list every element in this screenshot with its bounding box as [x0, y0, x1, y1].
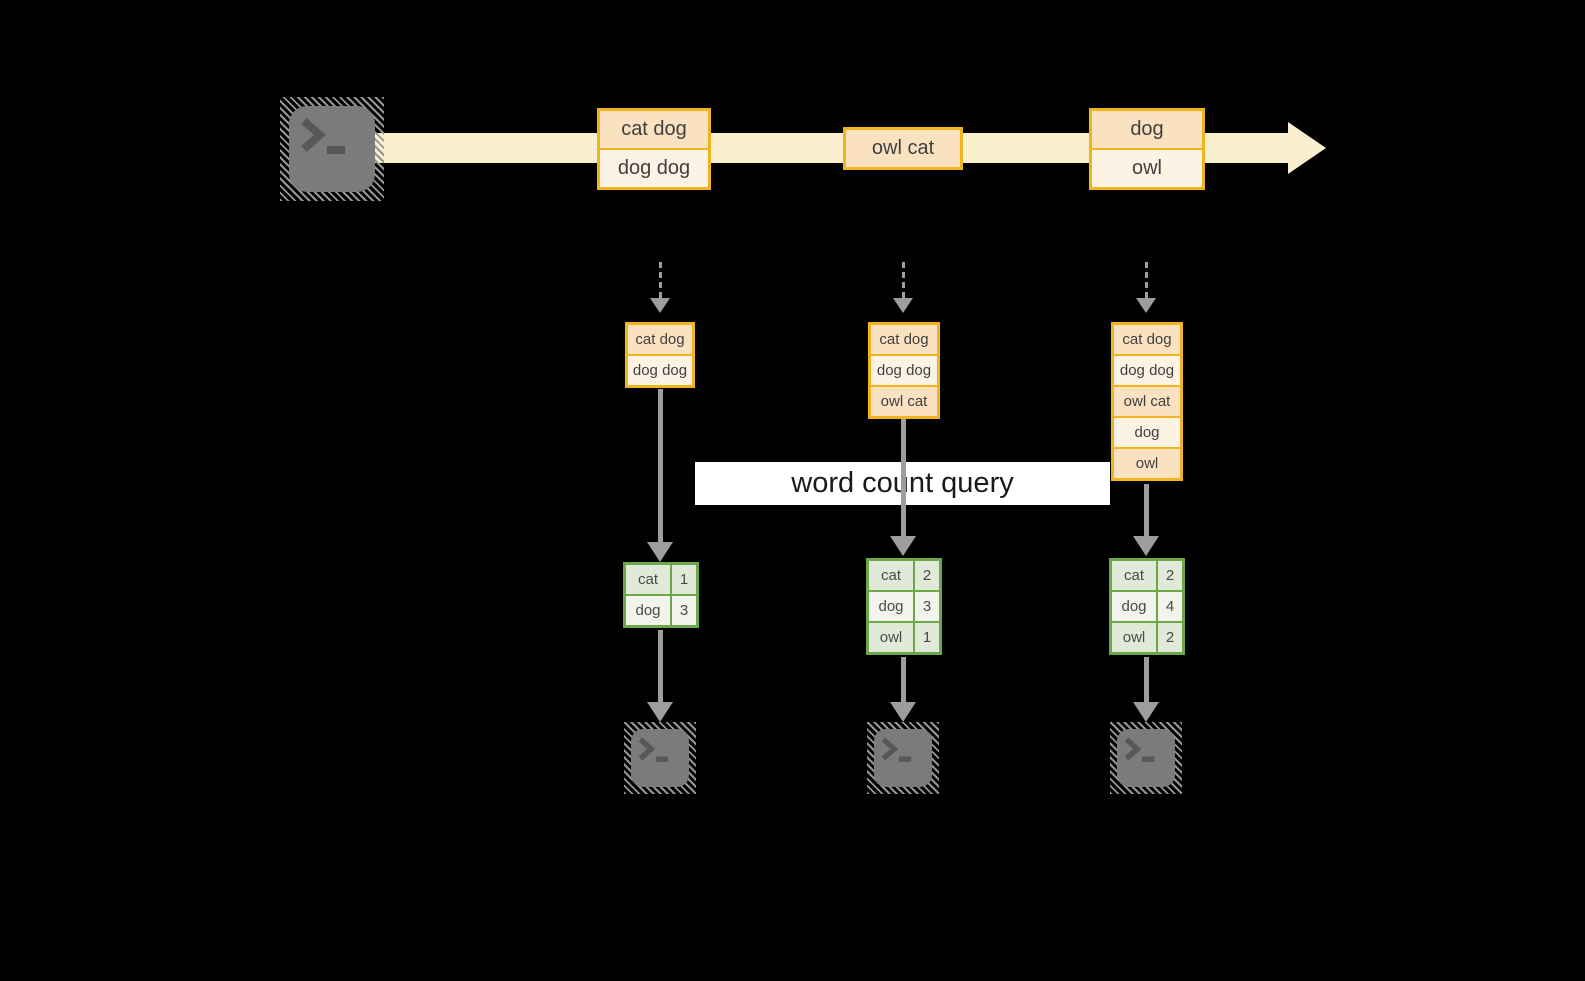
stream-batch-3: dog owl [1089, 108, 1205, 190]
count-table-1: cat 1 dog 3 [623, 562, 699, 628]
arrow-head [647, 702, 673, 722]
dashed-arrow-icon [1136, 262, 1156, 313]
count-word: cat [626, 565, 670, 594]
count-value: 1 [915, 623, 939, 652]
stack-item: dog dog [628, 356, 692, 385]
count-word: cat [869, 561, 913, 590]
arrow-stem [1143, 657, 1149, 702]
batch-item: dog [1092, 111, 1202, 148]
batch-item: cat dog [600, 111, 708, 148]
sink-terminal-icon-2 [867, 722, 939, 794]
stream-batch-1: cat dog dog dog [597, 108, 711, 190]
terminal-body [289, 106, 375, 192]
stack-item: cat dog [871, 325, 937, 354]
count-value: 2 [1158, 561, 1182, 590]
terminal-prompt-icon [638, 737, 669, 762]
stack-item: dog dog [1114, 356, 1180, 385]
sink-terminal-icon-1 [624, 722, 696, 794]
dashed-arrow-icon [893, 262, 913, 313]
arrow-head [1133, 702, 1159, 722]
arrow-head [1133, 536, 1159, 556]
count-word: owl [869, 623, 913, 652]
arrow-stem [657, 630, 663, 702]
arrow-head [647, 542, 673, 562]
source-terminal-icon [280, 97, 384, 201]
stack-item: owl [1114, 449, 1180, 478]
arrow-stem [901, 262, 905, 298]
count-table-2: cat 2 dog 3 owl 1 [866, 558, 942, 655]
accumulated-stack-2: cat dog dog dog owl cat [868, 322, 940, 419]
arrow-stem [658, 262, 662, 298]
arrow-head [650, 298, 670, 313]
down-arrow-icon [890, 419, 916, 556]
sink-terminal-icon-3 [1110, 722, 1182, 794]
count-value: 1 [672, 565, 696, 594]
stack-item: owl cat [871, 387, 937, 416]
stack-item: owl cat [1114, 387, 1180, 416]
terminal-prompt-icon [1124, 737, 1155, 762]
batch-item: owl cat [846, 130, 960, 167]
stack-item: dog [1114, 418, 1180, 447]
arrow-stem [900, 419, 906, 536]
count-word: dog [626, 596, 670, 625]
count-value: 2 [915, 561, 939, 590]
stack-item: cat dog [628, 325, 692, 354]
down-arrow-icon [1133, 484, 1159, 556]
terminal-prompt-icon [301, 117, 345, 154]
terminal-prompt-icon [881, 737, 912, 762]
down-arrow-icon [1133, 657, 1159, 722]
count-value: 3 [915, 592, 939, 621]
batch-item: owl [1092, 150, 1202, 187]
down-arrow-icon [890, 657, 916, 722]
count-table-3: cat 2 dog 4 owl 2 [1109, 558, 1185, 655]
arrow-stem [1144, 262, 1148, 298]
down-arrow-icon [647, 630, 673, 722]
terminal-body [1117, 729, 1175, 787]
arrow-head [890, 536, 916, 556]
stack-item: cat dog [1114, 325, 1180, 354]
stack-item: dog dog [871, 356, 937, 385]
accumulated-stack-3: cat dog dog dog owl cat dog owl [1111, 322, 1183, 481]
count-word: dog [869, 592, 913, 621]
count-value: 2 [1158, 623, 1182, 652]
terminal-body [874, 729, 932, 787]
arrow-head [1136, 298, 1156, 313]
arrow-head [890, 702, 916, 722]
batch-item: dog dog [600, 150, 708, 187]
arrow-stem [657, 389, 663, 542]
stream-batch-2: owl cat [843, 127, 963, 170]
count-word: cat [1112, 561, 1156, 590]
count-value: 3 [672, 596, 696, 625]
down-arrow-icon [647, 389, 673, 562]
count-value: 4 [1158, 592, 1182, 621]
accumulated-stack-1: cat dog dog dog [625, 322, 695, 388]
arrow-head [893, 298, 913, 313]
arrow-stem [1143, 484, 1149, 536]
stream-arrowhead-icon [1288, 122, 1326, 174]
arrow-stem [900, 657, 906, 702]
count-word: dog [1112, 592, 1156, 621]
terminal-body [631, 729, 689, 787]
count-word: owl [1112, 623, 1156, 652]
dashed-arrow-icon [650, 262, 670, 313]
